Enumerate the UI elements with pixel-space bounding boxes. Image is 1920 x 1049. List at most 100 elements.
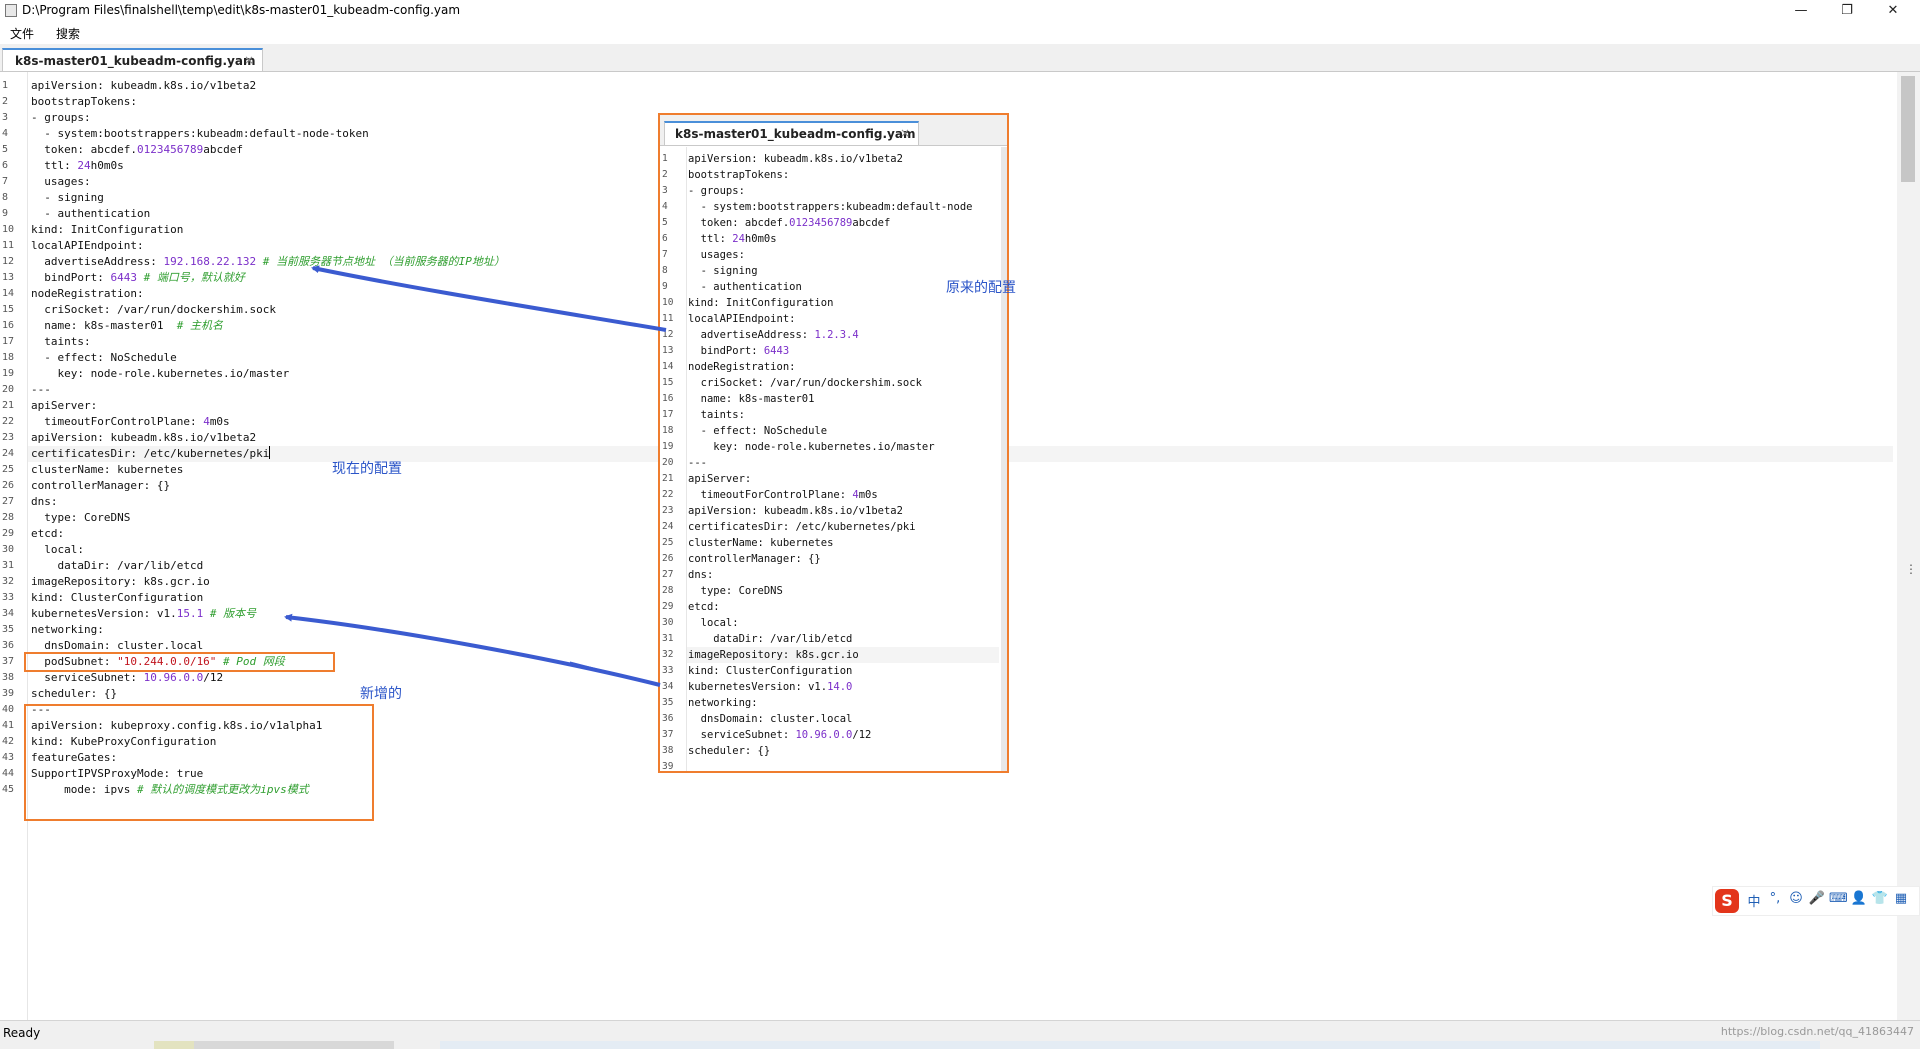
code-comment: # 端口号，默认就好	[136, 271, 245, 284]
inset-tab: k8s-master01_kubeadm-config.yam ×	[664, 121, 919, 145]
inset-line-number: 27	[662, 569, 674, 580]
code-token: m0s	[858, 489, 878, 501]
code-token: taints:	[688, 409, 745, 421]
ime-item-icon[interactable]: ▦	[1894, 891, 1908, 906]
inset-line-number: 30	[662, 617, 674, 628]
main-line-number: 31	[2, 560, 15, 571]
code-number: 4	[203, 415, 210, 428]
code-token: - system:bootstrappers:kubeadm:default-n…	[688, 201, 973, 213]
code-number: 10.96.0.0	[143, 671, 204, 684]
inset-line-number: 28	[662, 585, 674, 596]
code-token: networking:	[31, 623, 104, 636]
tab-label: k8s-master01_kubeadm-config.yam	[15, 54, 256, 68]
code-token: abcdef	[852, 217, 891, 229]
code-token: - effect: NoSchedule	[688, 425, 828, 437]
inset-code-line: imageRepository: k8s.gcr.io	[688, 647, 859, 663]
title-bar: D:\Program Files\finalshell\temp\edit\k8…	[0, 0, 1920, 22]
main-line-number: 45	[2, 784, 15, 795]
code-token: ttl:	[688, 233, 733, 245]
inset-code-line: - groups:	[688, 183, 745, 199]
minimize-button[interactable]: —	[1794, 3, 1808, 18]
vertical-scrollbar[interactable]	[1897, 72, 1920, 1020]
code-token: key: node-role.kubernetes.io/master	[31, 367, 290, 380]
main-line-number: 15	[2, 304, 15, 315]
main-code-line: apiVersion: kubeadm.k8s.io/v1beta2	[31, 430, 256, 446]
ime-toolbar[interactable]: S 中 °, ☺ 🎤⌨👤👕 ▦	[1712, 886, 1920, 916]
main-line-number: 1	[2, 80, 9, 91]
main-code-line: featureGates:	[31, 750, 117, 766]
inset-code-line: kubernetesVersion: v1.14.0	[688, 679, 852, 695]
main-code-line: - signing	[31, 190, 104, 206]
main-line-number: 19	[2, 368, 15, 379]
code-token: usages:	[31, 175, 91, 188]
sogou-logo-icon[interactable]: S	[1715, 889, 1739, 913]
code-token: featureGates:	[31, 751, 118, 764]
main-line-number: 11	[2, 240, 15, 251]
scrollbar-thumb[interactable]	[1901, 76, 1915, 182]
main-code-line: advertiseAddress: 192.168.22.132 # 当前服务器…	[31, 254, 505, 270]
code-token: podSubnet:	[31, 655, 118, 668]
code-token: local:	[688, 617, 739, 629]
code-token: ---	[31, 383, 51, 396]
ime-item-icon[interactable]: ⌨	[1829, 891, 1848, 906]
window-title: D:\Program Files\finalshell\temp\edit\k8…	[22, 3, 461, 17]
inset-line-number: 36	[662, 713, 674, 724]
inset-code-line: - signing	[688, 263, 758, 279]
main-code-line: dataDir: /var/lib/etcd	[31, 558, 203, 574]
menu-search[interactable]: 搜索	[56, 27, 81, 41]
ime-item-icon[interactable]: 👤	[1850, 891, 1868, 906]
code-token: nodeRegistration:	[31, 287, 144, 300]
inset-line-number: 33	[662, 665, 674, 676]
main-code-line: clusterName: kubernetes	[31, 462, 183, 478]
inset-code-line: etcd:	[688, 599, 720, 615]
ime-item-icon[interactable]: 🎤	[1808, 891, 1826, 906]
ime-item-icon[interactable]: 👕	[1871, 891, 1889, 906]
main-line-number: 14	[2, 288, 15, 299]
tab-close-icon[interactable]: ×	[243, 53, 254, 67]
code-token: bindPort:	[31, 271, 111, 284]
code-token: token: abcdef.	[688, 217, 790, 229]
code-token: dns:	[688, 569, 714, 581]
ime-item-icon[interactable]: 中	[1747, 895, 1761, 910]
code-number: 15.1	[176, 607, 204, 620]
main-line-number: 34	[2, 608, 15, 619]
code-token: apiVersion: kubeadm.k8s.io/v1beta2	[688, 153, 903, 165]
code-token: type: CoreDNS	[31, 511, 131, 524]
menu-file[interactable]: 文件	[10, 27, 35, 41]
ime-item-icon[interactable]: °,	[1769, 891, 1781, 906]
code-token: clusterName: kubernetes	[688, 537, 834, 549]
tab-config-file[interactable]: k8s-master01_kubeadm-config.yam ×	[2, 48, 263, 71]
inset-line-number: 39	[662, 761, 674, 772]
maximize-button[interactable]: ❐	[1841, 3, 1853, 18]
code-token: kind: InitConfiguration	[688, 297, 834, 309]
label-original-config: 原来的配置	[946, 280, 1016, 296]
code-token: timeoutForControlPlane:	[688, 489, 853, 501]
main-code-line: podSubnet: "10.244.0.0/16" # Pod 网段	[31, 654, 285, 670]
code-token: name: k8s-master01	[31, 319, 177, 332]
code-token: dnsDomain: cluster.local	[688, 713, 853, 725]
ime-item-icon[interactable]: ☺	[1789, 891, 1803, 906]
inset-line-number: 5	[662, 217, 668, 228]
inset-current-line-highlight	[687, 647, 999, 663]
main-line-number: 3	[2, 112, 9, 123]
inset-code-line: - effect: NoSchedule	[688, 423, 827, 439]
main-line-number: 22	[2, 416, 15, 427]
main-code-line: type: CoreDNS	[31, 510, 130, 526]
main-line-number: 37	[2, 656, 15, 667]
code-token: localAPIEndpoint:	[31, 239, 144, 252]
code-token: etcd:	[31, 527, 65, 540]
main-code-line: ---	[31, 702, 51, 718]
main-code-line: ttl: 24h0m0s	[31, 158, 124, 174]
inset-line-number: 9	[662, 281, 668, 292]
main-code-line: timeoutForControlPlane: 4m0s	[31, 414, 229, 430]
code-token: controllerManager: {}	[688, 553, 821, 565]
inset-code-line: bindPort: 6443	[688, 343, 790, 359]
code-token: certificatesDir: /etc/kubernetes/pki	[31, 447, 270, 460]
main-line-number: 39	[2, 688, 15, 699]
inset-line-number: 14	[662, 361, 674, 372]
main-code-line: mode: ipvs # 默认的调度模式更改为ipvs模式	[31, 782, 309, 798]
code-number: 24	[77, 159, 91, 172]
main-line-number: 10	[2, 224, 15, 235]
code-token: abcdef	[203, 143, 243, 156]
close-window-button[interactable]: ✕	[1887, 3, 1899, 18]
